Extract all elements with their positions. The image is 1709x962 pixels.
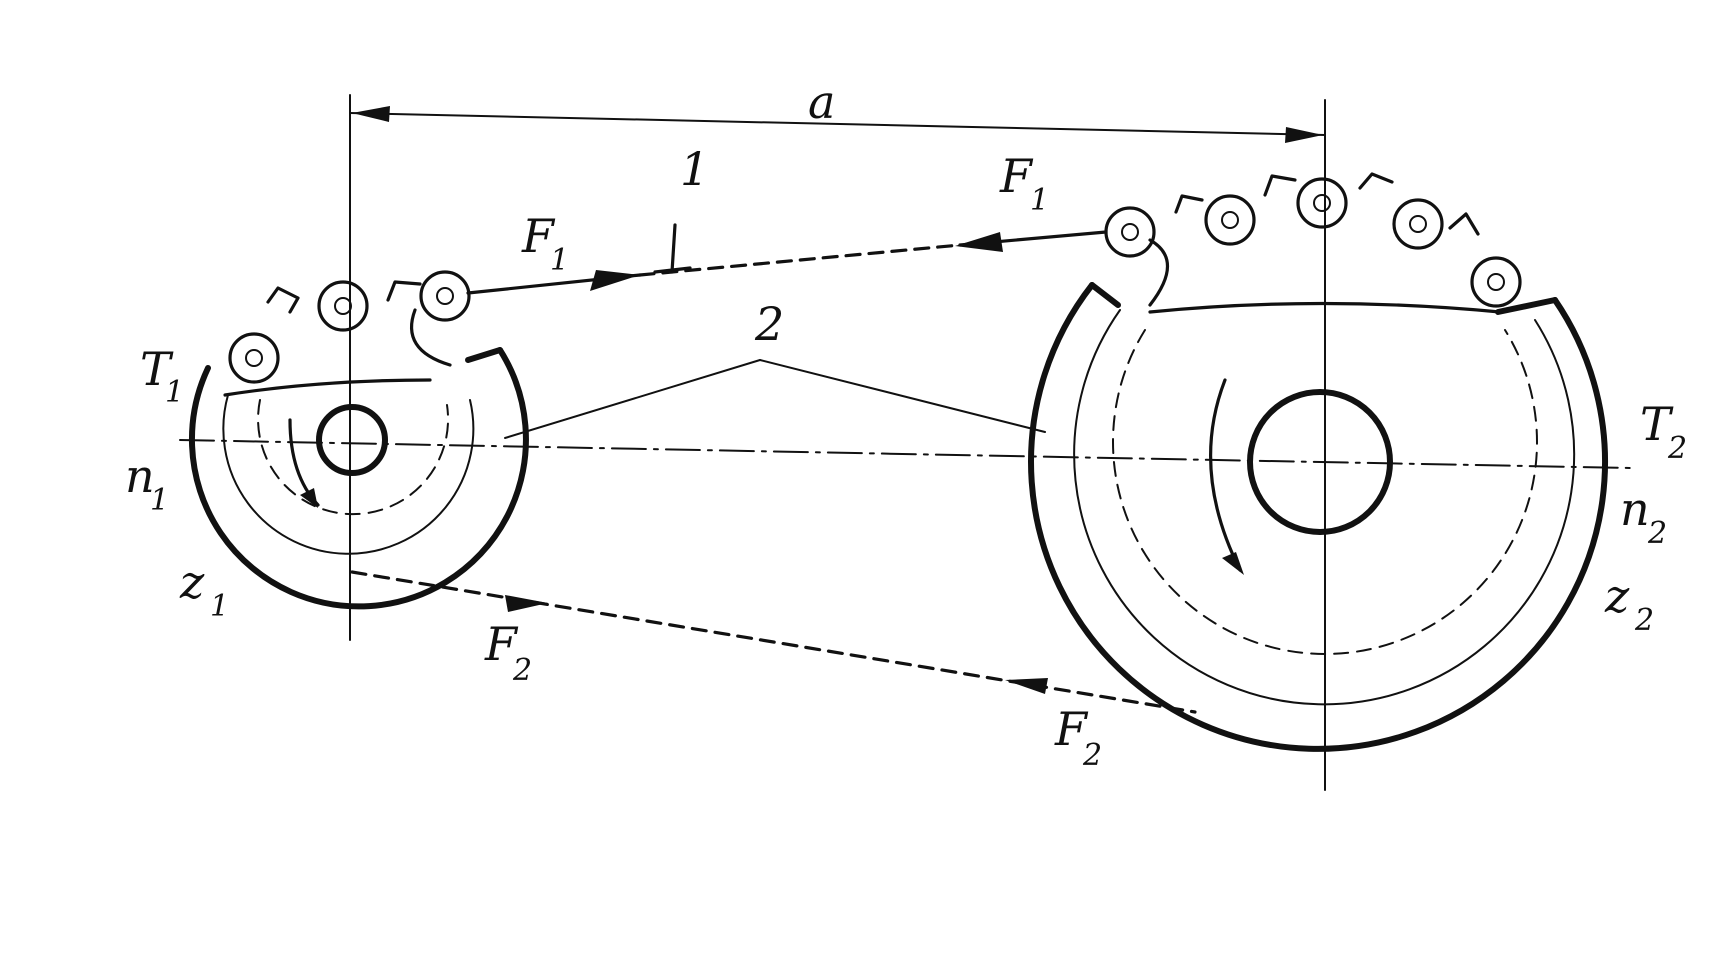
force-slack-large-label: F bbox=[1054, 702, 1089, 756]
torque-1-sub: 1 bbox=[165, 375, 184, 410]
sprocket-callout-leaders bbox=[504, 359, 1046, 439]
force-tight-small-sub: 1 bbox=[550, 243, 569, 278]
chain-rollers-small bbox=[228, 270, 471, 384]
speed-1-label: n bbox=[125, 449, 155, 503]
teeth-1-sub: 1 bbox=[210, 589, 229, 624]
teeth-1-label: z bbox=[179, 555, 205, 609]
speed-1-sub: 1 bbox=[150, 483, 169, 518]
force-slack-small-label: F bbox=[484, 617, 519, 671]
force-slack-large-sub: 2 bbox=[1082, 738, 1102, 773]
teeth-2-sub: 2 bbox=[1634, 603, 1654, 638]
teeth-2-label: z bbox=[1604, 569, 1630, 623]
speed-2-label: n bbox=[1620, 482, 1650, 536]
torque-2-sub: 2 bbox=[1667, 431, 1687, 466]
small-sprocket bbox=[188, 347, 529, 610]
torque-1-label: T bbox=[140, 342, 174, 396]
force-slack-small-sub: 2 bbox=[512, 653, 532, 688]
chain-callout-label: 1 bbox=[680, 142, 709, 196]
center-distance-label: a bbox=[808, 75, 835, 129]
torque-2-label: T bbox=[1640, 397, 1674, 451]
force-tight-small-label: F bbox=[521, 209, 556, 263]
sprocket-callout-label: 2 bbox=[754, 297, 784, 351]
chain-strands bbox=[350, 223, 1197, 714]
force-tight-large-sub: 1 bbox=[1030, 183, 1049, 218]
center-distance-dimension bbox=[349, 106, 1326, 143]
speed-2-sub: 2 bbox=[1647, 516, 1667, 551]
large-sprocket bbox=[1028, 282, 1608, 752]
force-tight-large-label: F bbox=[999, 149, 1034, 203]
chain-rollers-large bbox=[1104, 172, 1522, 308]
